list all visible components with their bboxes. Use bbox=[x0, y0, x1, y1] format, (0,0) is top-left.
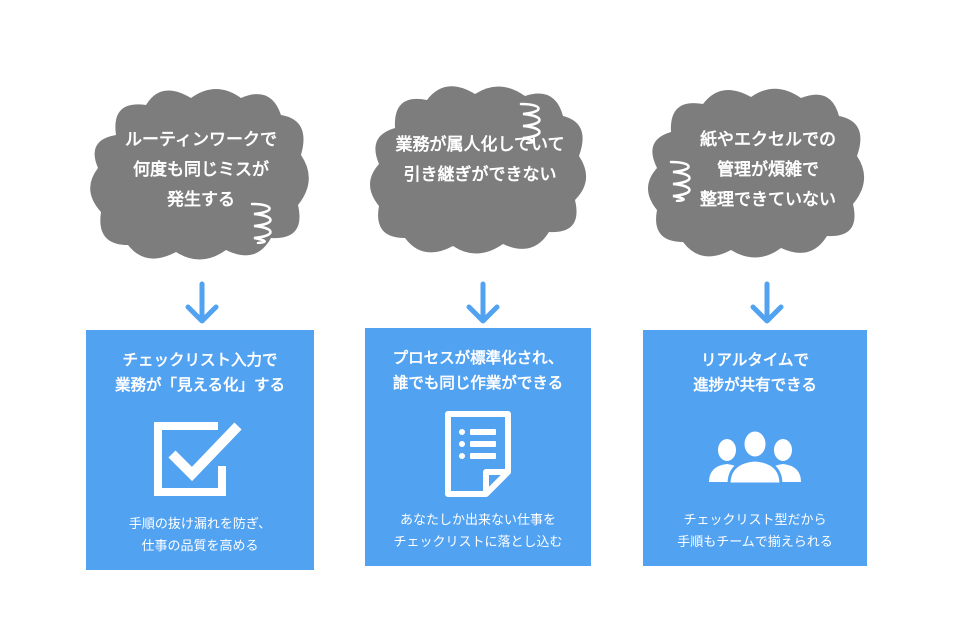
solution-desc-line: あなたしか出来ない仕事を bbox=[399, 513, 556, 528]
column-2: 業務が属人化していて 引き継ぎができない プロセスが標準化され、 誰でも同じ作業… bbox=[365, 0, 595, 630]
solution-title-line: 進捗が共有できる bbox=[693, 376, 817, 394]
solution-desc-line: チェックリストに落とし込む bbox=[393, 535, 563, 550]
document-list-icon bbox=[445, 411, 511, 497]
problem-text: 業務が属人化していて 引き継ぎができない bbox=[385, 70, 575, 250]
problem-line: 引き継ぎができない bbox=[403, 165, 557, 185]
problem-line: 整理できていない bbox=[700, 190, 836, 210]
solution-title-line: プロセスが標準化され、 bbox=[392, 349, 564, 367]
solution-box: プロセスが標準化され、 誰でも同じ作業ができる あなたしか出来ない仕事を チェッ… bbox=[365, 328, 591, 566]
down-arrow-icon bbox=[750, 281, 784, 324]
cloud-shape bbox=[648, 88, 865, 258]
solution-box: リアルタイムで 進捗が共有できる チェックリスト型だから 手順もチームで揃えられ… bbox=[643, 330, 867, 566]
solution-desc-line: 仕事の品質を高める bbox=[141, 539, 259, 554]
solution-title: チェックリスト入力で 業務が「見える化」する bbox=[86, 348, 314, 398]
cloud-shape bbox=[90, 89, 309, 260]
swirl-icon bbox=[669, 160, 691, 202]
checkbox-icon bbox=[154, 422, 242, 496]
problem-text: ルーティンワークで 何度も同じミスが 発生する bbox=[106, 80, 296, 260]
solution-title: リアルタイムで 進捗が共有できる bbox=[643, 348, 867, 398]
solution-title-line: 業務が「見える化」する bbox=[114, 376, 286, 394]
column-3: 紙やエクセルでの 管理が煩雑で 整理できていない リアルタイムで 進捗が共有でき… bbox=[643, 0, 873, 630]
solution-title-line: リアルタイムで bbox=[700, 351, 810, 369]
problem-text: 紙やエクセルでの 管理が煩雑で 整理できていない bbox=[673, 80, 863, 260]
down-arrow-icon bbox=[185, 281, 219, 324]
solution-title-line: チェックリスト入力で bbox=[122, 351, 278, 369]
user-group-icon bbox=[709, 428, 801, 486]
solution-desc-line: チェックリスト型だから bbox=[683, 513, 827, 528]
solution-title-line: 誰でも同じ作業ができる bbox=[392, 374, 564, 392]
solution-desc: 手順の抜け漏れを防ぎ、 仕事の品質を高める bbox=[86, 514, 314, 558]
problem-line: 管理が煩雑で bbox=[717, 160, 819, 180]
problem-line: 何度も同じミスが bbox=[133, 160, 269, 180]
problem-cloud: 紙やエクセルでの 管理が煩雑で 整理できていない bbox=[643, 80, 873, 270]
problem-line: ルーティンワークで bbox=[125, 130, 277, 150]
solution-desc: あなたしか出来ない仕事を チェックリストに落とし込む bbox=[365, 510, 591, 554]
swirl-icon bbox=[250, 202, 272, 244]
solution-desc-line: 手順もチームで揃えられる bbox=[677, 535, 833, 550]
swirl-icon bbox=[519, 102, 541, 144]
down-arrow-icon bbox=[466, 281, 500, 324]
column-1: ルーティンワークで 何度も同じミスが 発生する チェックリスト入力で 業務が「見… bbox=[86, 0, 316, 630]
solution-desc: チェックリスト型だから 手順もチームで揃えられる bbox=[643, 510, 867, 554]
solution-title: プロセスが標準化され、 誰でも同じ作業ができる bbox=[365, 346, 591, 396]
problem-line: 紙やエクセルでの bbox=[700, 130, 836, 150]
problem-line: 業務が属人化していて bbox=[395, 135, 565, 155]
problem-cloud: 業務が属人化していて 引き継ぎができない bbox=[365, 78, 595, 268]
problem-cloud: ルーティンワークで 何度も同じミスが 発生する bbox=[86, 80, 316, 270]
solution-box: チェックリスト入力で 業務が「見える化」する 手順の抜け漏れを防ぎ、 仕事の品質… bbox=[86, 330, 314, 570]
solution-desc-line: 手順の抜け漏れを防ぎ、 bbox=[128, 517, 272, 532]
problem-line: 発生する bbox=[167, 190, 235, 210]
